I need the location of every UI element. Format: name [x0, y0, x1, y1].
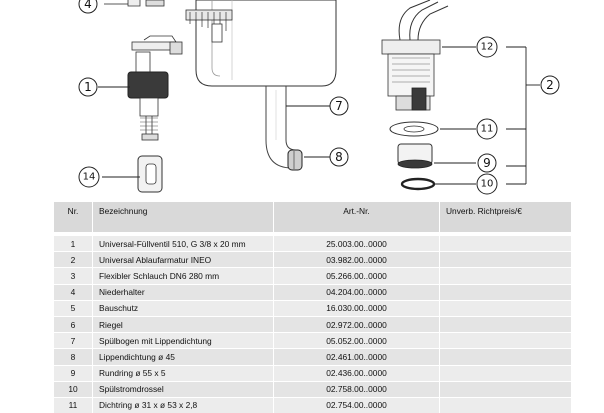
cell-preis	[439, 315, 572, 333]
cell-nr: 2	[54, 251, 93, 268]
flow-restrictor-10	[400, 177, 436, 191]
flush-bend-pipe	[265, 86, 303, 171]
cell-bezeichnung: Bauschutz	[92, 299, 274, 317]
header-bezeichnung: Bezeichnung	[92, 202, 274, 232]
cell-nr: 5	[54, 299, 93, 317]
svg-text:8: 8	[335, 150, 343, 164]
table-row: 7 Spülbogen mit Lippendichtung 05.052.00…	[54, 332, 572, 349]
callout-12: 12	[476, 36, 498, 58]
lip-seal	[287, 149, 303, 171]
cell-nr: 7	[54, 332, 93, 349]
cell-bezeichnung: Riegel	[92, 315, 274, 333]
cell-artnr: 16.030.00..0000	[273, 299, 440, 317]
cell-preis	[439, 234, 572, 252]
cell-artnr: 02.758.00..0000	[273, 380, 440, 398]
callout-7: 7	[329, 96, 349, 116]
table-row: 9 Rundring ø 55 x 5 02.436.00..0000	[54, 364, 572, 382]
cell-nr: 3	[54, 267, 93, 285]
svg-text:1: 1	[84, 80, 92, 94]
cell-nr: 11	[54, 396, 93, 413]
cell-preis	[439, 380, 572, 398]
callout-11: 11	[476, 118, 498, 140]
parts-diagram: 4 1 14 7 8 12 11 9 10 2	[78, 0, 560, 195]
cell-artnr: 05.052.00..0000	[273, 332, 440, 349]
oring-9	[397, 143, 433, 169]
table-header-row: Nr. Bezeichnung Art.-Nr. Unverb. Richtpr…	[54, 202, 572, 232]
svg-text:11: 11	[481, 124, 494, 135]
part-4-fragment	[104, 0, 165, 7]
flush-valve-assembly	[381, 0, 449, 111]
parts-table: Nr. Bezeichnung Art.-Nr. Unverb. Richtpr…	[54, 202, 572, 413]
cell-preis	[439, 299, 572, 317]
cell-bezeichnung: Rundring ø 55 x 5	[92, 364, 274, 382]
cell-artnr: 02.754.00..0000	[273, 396, 440, 413]
svg-text:9: 9	[483, 156, 491, 170]
cell-bezeichnung: Spülstromdrossel	[92, 380, 274, 398]
cell-artnr: 02.436.00..0000	[273, 364, 440, 382]
table-row: 10 Spülstromdrossel 02.758.00..0000	[54, 380, 572, 398]
cell-nr: 10	[54, 380, 93, 398]
table-row: 2 Universal Ablaufarmatur INEO 03.982.00…	[54, 251, 572, 268]
cell-nr: 1	[54, 234, 93, 252]
cell-preis	[439, 267, 572, 285]
cell-artnr: 03.982.00..0000	[273, 251, 440, 268]
fill-valve	[127, 35, 183, 141]
cell-bezeichnung: Dichtring ø 31 x ø 53 x 2,8	[92, 396, 274, 413]
header-nr: Nr.	[54, 202, 93, 232]
table-row: 5 Bauschutz 16.030.00..0000	[54, 299, 572, 317]
table-row: 1 Universal-Füllventil 510, G 3/8 x 20 m…	[54, 234, 572, 252]
callout-10: 10	[476, 173, 498, 195]
callout-8: 8	[329, 147, 349, 167]
cistern-tank	[185, 0, 337, 87]
header-preis: Unverb. Richtpreis/€	[439, 202, 572, 232]
svg-text:4: 4	[84, 0, 92, 11]
cell-artnr: 25.003.00..0000	[273, 234, 440, 252]
cell-bezeichnung: Lippendichtung ø 45	[92, 348, 274, 365]
cell-preis	[439, 396, 572, 413]
table-row: 3 Flexibler Schlauch DN6 280 mm 05.266.0…	[54, 267, 572, 285]
cell-nr: 4	[54, 283, 93, 301]
cell-nr: 6	[54, 315, 93, 333]
header-artnr: Art.-Nr.	[273, 202, 440, 232]
table-row: 4 Niederhalter 04.204.00..0000	[54, 283, 572, 301]
callout-2: 2	[540, 75, 560, 95]
callout-14: 14	[78, 166, 100, 188]
cell-artnr: 04.204.00..0000	[273, 283, 440, 301]
cell-bezeichnung: Universal Ablaufarmatur INEO	[92, 251, 274, 268]
svg-text:2: 2	[546, 78, 554, 92]
svg-text:10: 10	[481, 179, 494, 190]
leader-lines	[98, 46, 540, 185]
table-row: 8 Lippendichtung ø 45 02.461.00..0000	[54, 348, 572, 365]
svg-text:14: 14	[83, 172, 96, 183]
cell-nr: 8	[54, 348, 93, 365]
cell-preis	[439, 332, 572, 349]
table-row: 6 Riegel 02.972.00..0000	[54, 315, 572, 333]
svg-text:7: 7	[335, 99, 343, 113]
cell-nr: 9	[54, 364, 93, 382]
clip-part	[137, 155, 163, 193]
cell-artnr: 02.972.00..0000	[273, 315, 440, 333]
cell-bezeichnung: Niederhalter	[92, 283, 274, 301]
table-row: 11 Dichtring ø 31 x ø 53 x 2,8 02.754.00…	[54, 396, 572, 413]
cell-preis	[439, 283, 572, 301]
svg-text:12: 12	[481, 42, 494, 53]
cell-artnr: 05.266.00..0000	[273, 267, 440, 285]
cell-bezeichnung: Universal-Füllventil 510, G 3/8 x 20 mm	[92, 234, 274, 252]
cell-bezeichnung: Flexibler Schlauch DN6 280 mm	[92, 267, 274, 285]
callout-4: 4	[78, 0, 98, 14]
callout-1: 1	[78, 77, 98, 97]
cell-preis	[439, 348, 572, 365]
cell-artnr: 02.461.00..0000	[273, 348, 440, 365]
cell-preis	[439, 364, 572, 382]
cell-preis	[439, 251, 572, 268]
cell-bezeichnung: Spülbogen mit Lippendichtung	[92, 332, 274, 349]
callout-9: 9	[477, 153, 497, 173]
